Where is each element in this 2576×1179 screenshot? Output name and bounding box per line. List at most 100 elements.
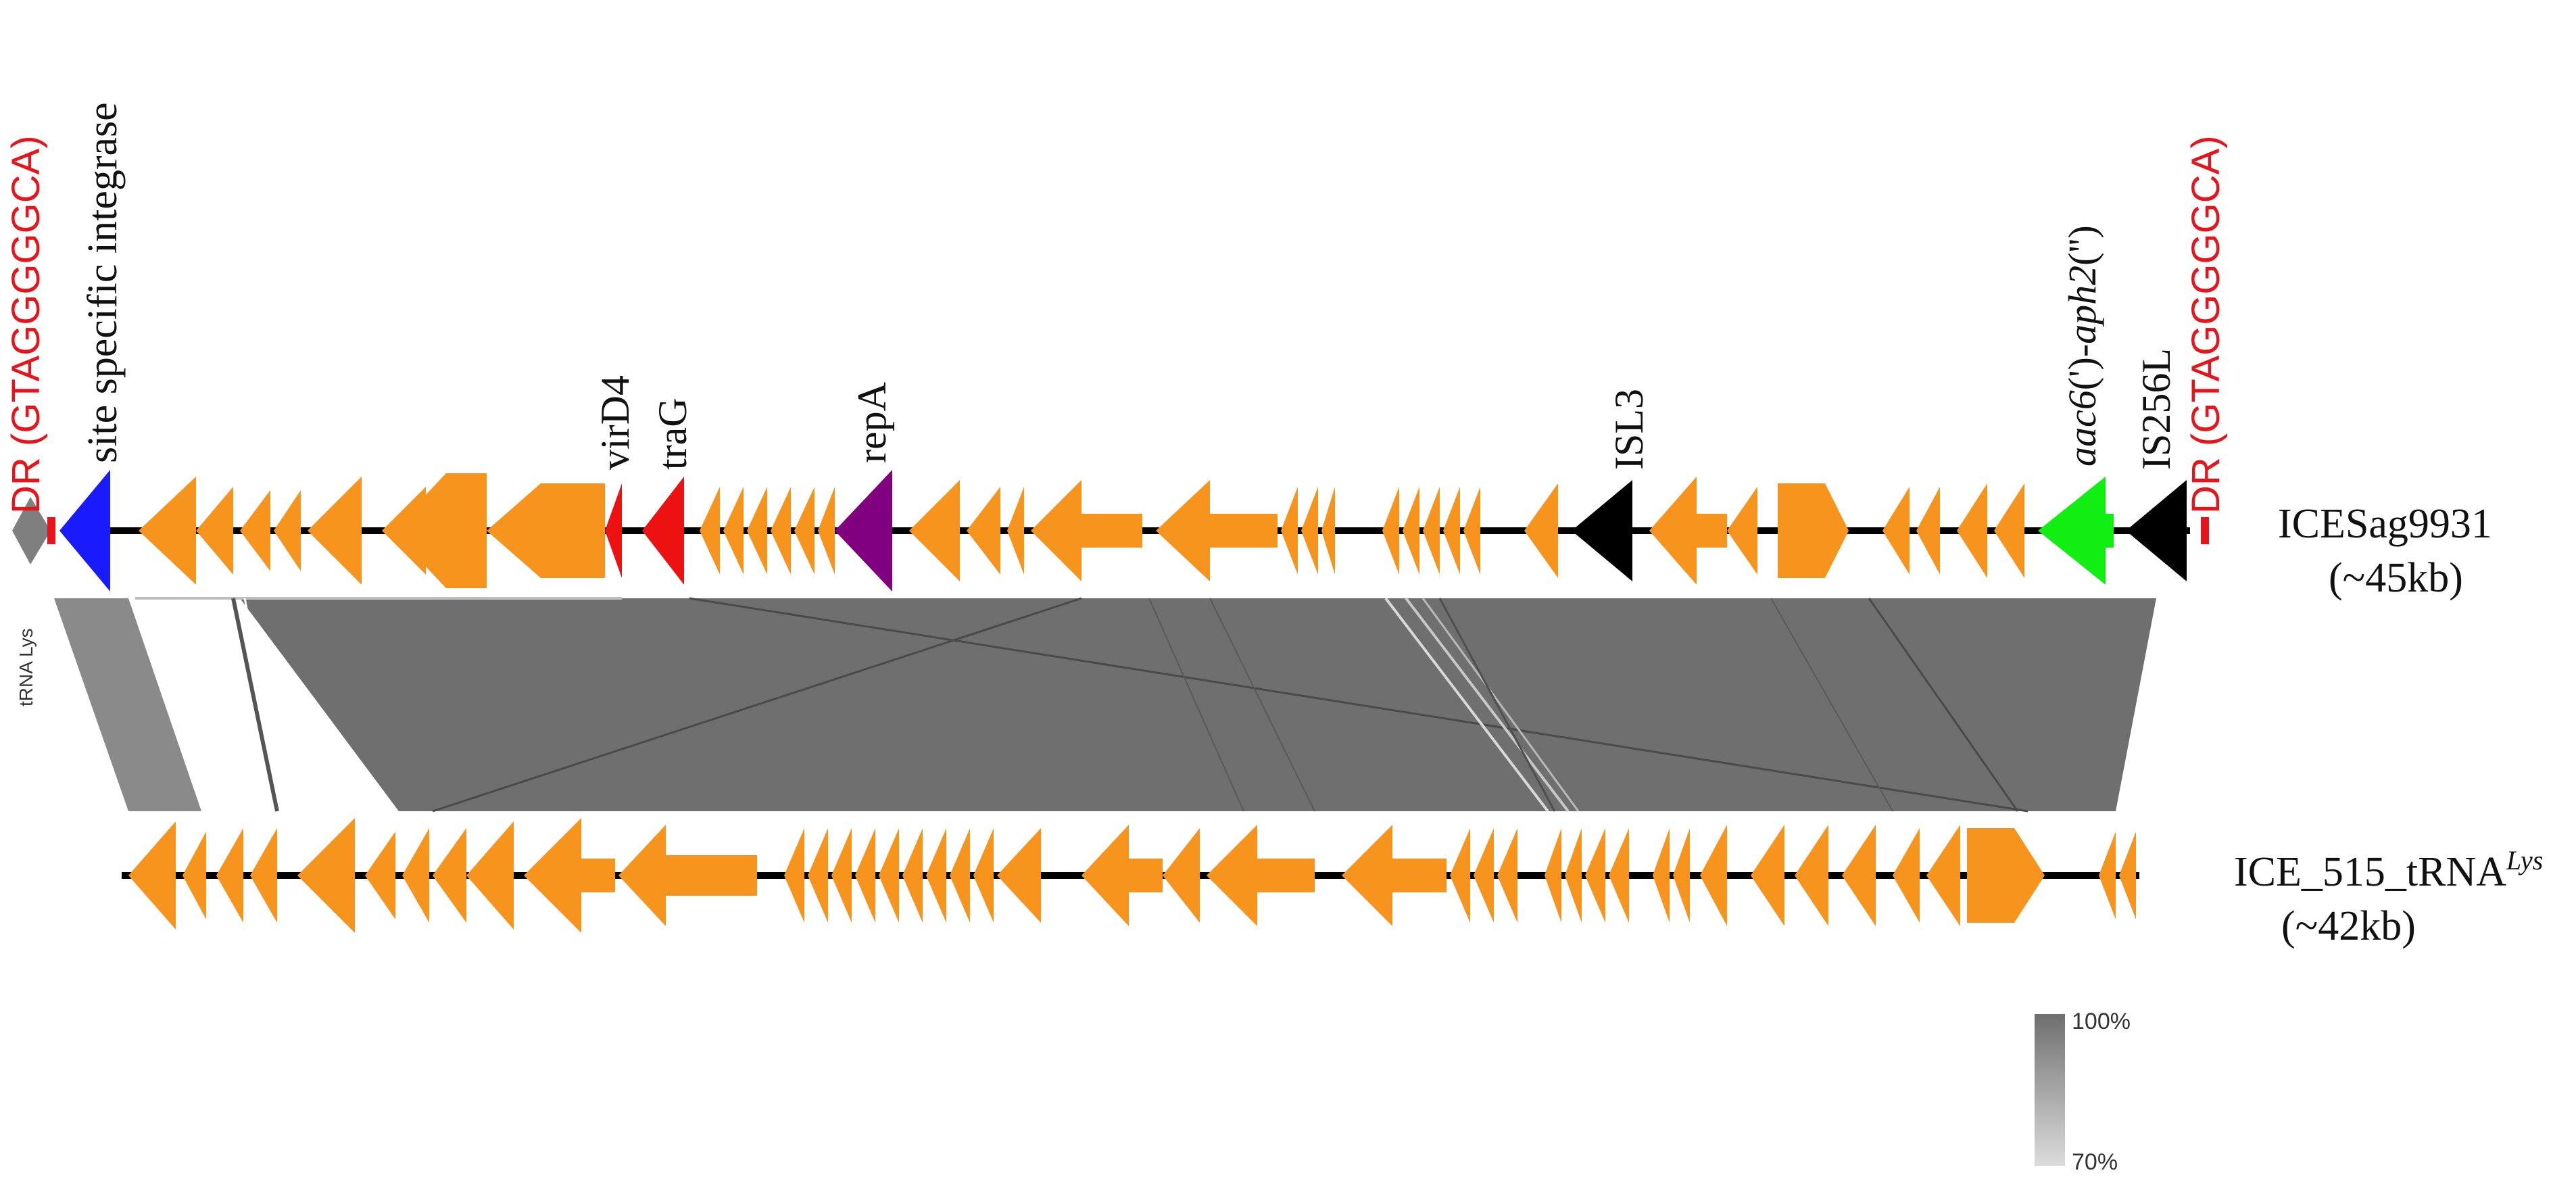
homology-crossing-link — [1438, 598, 1556, 812]
orf-gene — [1382, 487, 1399, 575]
similarity-gradient-bar — [2035, 1014, 2065, 1166]
track-bottom — [122, 818, 2139, 933]
orf-gene — [1565, 828, 1582, 923]
dr-label-left: DR (GTAGGGGGCA) — [4, 135, 48, 514]
orf-gene — [1778, 483, 1849, 578]
orf-gene — [771, 487, 791, 575]
trna-label: tRNA Lys — [16, 628, 37, 706]
homology-block-main — [240, 598, 2156, 811]
homology-thin-link — [243, 598, 289, 812]
orf-gene — [1463, 487, 1480, 575]
resistance-label-suffix: ('') — [2060, 225, 2104, 266]
homology-crossing-link — [1384, 597, 1549, 813]
homology-links — [54, 597, 2156, 813]
virD4-gene — [605, 483, 622, 578]
orf-gene — [1342, 825, 1447, 926]
conjugation-genes — [605, 477, 684, 585]
orf-gene — [402, 828, 429, 923]
orf-gene — [1967, 828, 2045, 923]
orf-gene — [794, 487, 815, 575]
traG-gene — [642, 477, 684, 585]
homology-block-left — [54, 598, 201, 811]
orf-gene — [997, 828, 1041, 923]
homology-thin-link — [231, 598, 279, 812]
orf-gene — [1524, 483, 1558, 578]
homology-crossing-link — [1209, 598, 1315, 812]
orf-gene — [950, 828, 970, 923]
resistance-label-gene: aph2 — [2060, 266, 2104, 344]
orf-gene — [1423, 487, 1440, 575]
orf-gene — [1842, 825, 1876, 926]
orf-gene — [1882, 487, 1910, 575]
track-bottom-name-prefix: ICE_515_tRNA — [2234, 849, 2506, 895]
integrase-label: site specific integrase — [80, 102, 126, 463]
orf-genes-bottom — [128, 818, 2136, 933]
orf-gene — [747, 487, 767, 575]
orf-gene — [1957, 483, 1987, 578]
track-top — [12, 470, 2209, 592]
orf-gene — [618, 825, 757, 926]
orf-gene — [1163, 828, 1200, 923]
orf-gene — [1545, 828, 1561, 923]
orf-gene — [487, 483, 605, 578]
resistance-label-prefix: aac6 — [2060, 390, 2104, 466]
orf-gene — [808, 828, 828, 923]
insertion-sequence-genes — [1572, 480, 2187, 581]
orf-gene — [831, 828, 852, 923]
orf-genes-top — [139, 473, 2106, 588]
legend-min-label: 70% — [2072, 1149, 2118, 1175]
orf-gene — [1156, 480, 1278, 581]
orf-gene — [1321, 487, 1335, 575]
orf-gene — [1926, 825, 1960, 926]
orf-gene — [365, 832, 395, 919]
dr-marker-right — [2201, 517, 2209, 544]
orf-gene — [1403, 487, 1419, 575]
orf-gene — [1609, 828, 1629, 923]
homology-crossing-link — [689, 597, 2028, 813]
resistance-gene-tail — [2106, 514, 2114, 548]
orf-gene — [308, 477, 362, 585]
homology-crossing-link — [1770, 598, 1893, 812]
orf-gene — [466, 821, 514, 930]
track-top-size: (~45kb) — [2329, 555, 2463, 601]
orf-gene — [524, 818, 615, 933]
orf-gene — [879, 828, 899, 923]
dr-label-right: DR (GTAGGGGGCA) — [2184, 135, 2228, 514]
orf-gene — [1994, 483, 2024, 578]
dr-marker-left — [47, 517, 55, 544]
orf-gene — [926, 828, 946, 923]
orf-gene — [1795, 825, 1828, 926]
track-top-name: ICESag9931 — [2278, 501, 2492, 547]
orf-gene — [297, 818, 355, 933]
virD4-label: virD4 — [593, 375, 637, 470]
track-bottom-name: ICE_515_tRNALys — [2234, 845, 2543, 895]
track-bottom-name-superscript: Lys — [2506, 845, 2543, 875]
orf-gene — [196, 487, 233, 575]
orf-gene — [1031, 480, 1142, 581]
orf-gene — [967, 487, 1000, 575]
orf-gene — [1653, 828, 1670, 923]
orf-gene — [1450, 828, 1470, 923]
orf-gene — [1207, 825, 1315, 926]
orf-gene — [902, 828, 923, 923]
orf-gene — [392, 473, 487, 588]
orf-gene — [1474, 828, 1494, 923]
integrase-gene — [59, 470, 110, 592]
orf-gene — [183, 832, 206, 919]
orf-gene — [250, 828, 277, 923]
orf-gene — [1281, 487, 1298, 575]
orf-gene — [128, 821, 176, 930]
orf-gene — [1007, 487, 1024, 575]
is256l-gene — [2126, 480, 2187, 581]
orf-gene — [1585, 828, 1605, 923]
orf-gene — [1751, 825, 1784, 926]
is256l-label: IS256L — [2134, 348, 2179, 470]
orf-gene — [909, 480, 960, 581]
resistance-gene-label: aac6(')-aph2('') — [2060, 225, 2104, 466]
homology-crossing-link — [1148, 598, 1244, 812]
resistance-gene — [2038, 477, 2106, 585]
orf-gene — [1700, 825, 1727, 926]
similarity-legend: 100% 70% — [2035, 1009, 2131, 1175]
homology-crossing-link — [432, 597, 1082, 813]
resistance-label-mid: (')- — [2060, 344, 2104, 390]
